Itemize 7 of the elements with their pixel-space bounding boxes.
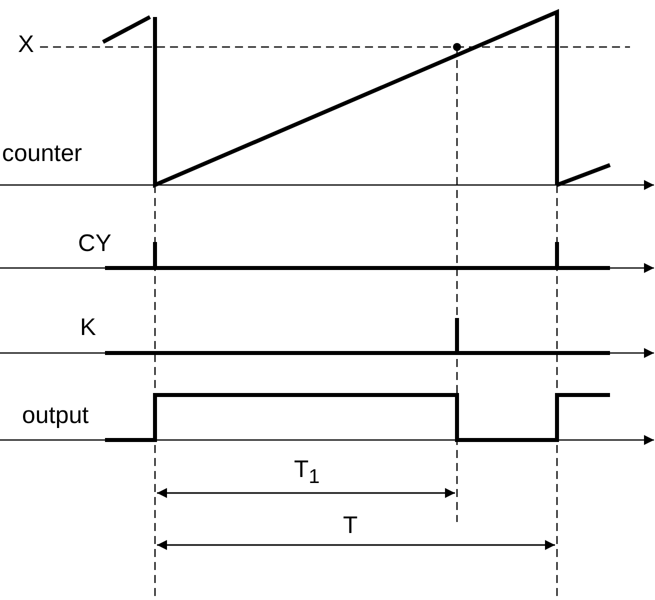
- threshold-label: X: [18, 33, 34, 57]
- signal-label: output: [22, 404, 89, 428]
- dimension-label: T: [343, 514, 358, 538]
- signal-label: counter: [2, 142, 82, 166]
- dimension-label: T$_{1}$: [294, 458, 320, 487]
- signal-label: K: [80, 316, 96, 340]
- signal-label: CY: [78, 232, 112, 256]
